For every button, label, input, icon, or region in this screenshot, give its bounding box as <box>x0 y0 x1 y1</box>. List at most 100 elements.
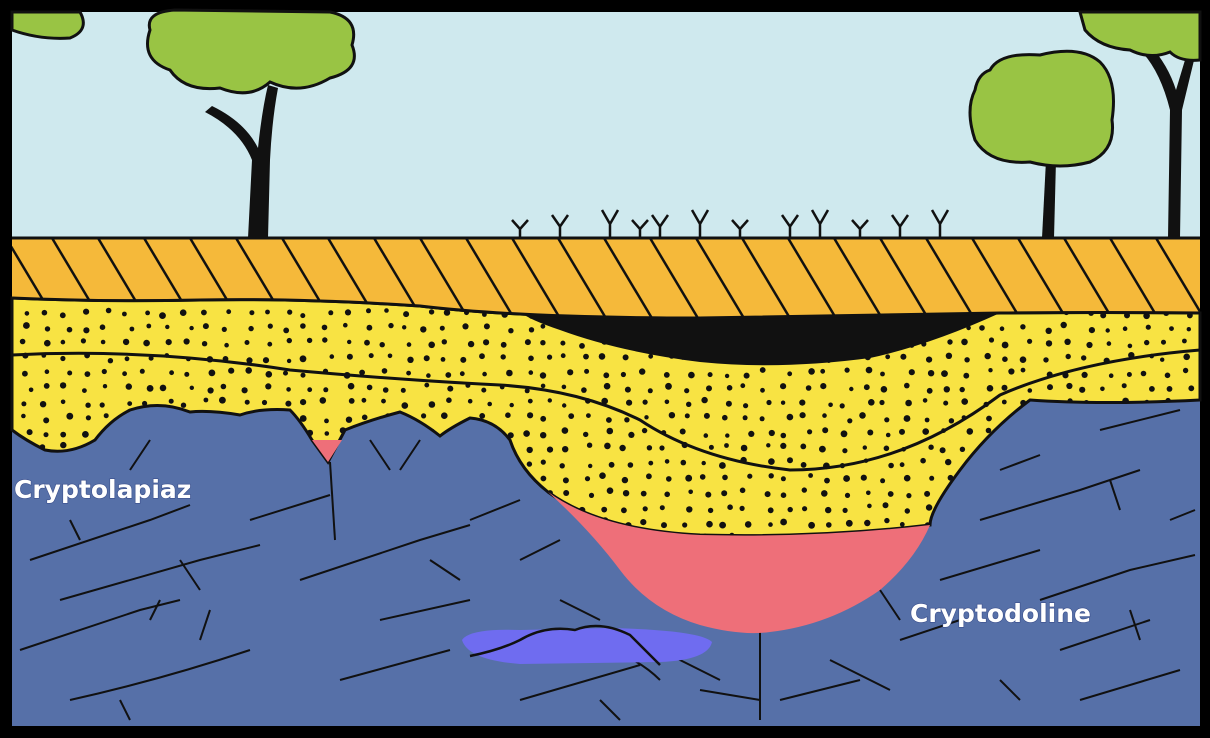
sand-dot <box>44 383 50 389</box>
sand-dot <box>501 342 507 348</box>
sand-dot <box>866 367 873 374</box>
sand-dot <box>801 462 807 468</box>
sand-dot <box>719 462 726 469</box>
sand-dot <box>824 478 830 484</box>
sand-dot <box>947 339 952 344</box>
sand-dot <box>859 412 866 419</box>
sand-dot <box>787 457 793 463</box>
sand-dot <box>583 354 589 360</box>
sand-dot <box>607 428 614 435</box>
sand-dot <box>941 370 948 377</box>
sand-dot <box>666 476 672 482</box>
sand-dot <box>429 309 434 314</box>
sand-dot <box>628 432 634 438</box>
sand-dot <box>747 474 752 479</box>
sand-dot <box>221 384 227 390</box>
sand-dot <box>648 461 653 466</box>
sand-dot <box>760 416 765 421</box>
sand-dot <box>130 327 135 332</box>
sand-dot <box>300 355 307 362</box>
sand-dot <box>899 429 905 435</box>
sand-dot <box>819 446 826 453</box>
sand-dot <box>884 518 889 523</box>
sand-dot <box>568 413 574 419</box>
sand-dot <box>625 387 631 393</box>
sand-dot <box>181 403 186 408</box>
sand-dot <box>727 385 733 391</box>
sand-dot <box>740 488 746 494</box>
sand-dot <box>61 340 66 345</box>
sand-dot <box>589 493 594 498</box>
sand-dot <box>146 324 151 329</box>
sand-dot <box>646 473 652 479</box>
sand-dot <box>884 446 890 452</box>
sand-dot <box>943 401 948 406</box>
sand-dot <box>665 383 672 390</box>
sand-dot <box>82 388 87 393</box>
sand-dot <box>768 458 775 465</box>
sand-dot <box>922 428 929 435</box>
sand-dot <box>249 310 254 315</box>
sand-dot <box>67 327 73 333</box>
sand-dot <box>748 431 754 437</box>
sand-dot <box>847 418 852 423</box>
sand-dot <box>961 398 968 405</box>
sand-dot <box>403 311 409 317</box>
sand-dot <box>562 403 566 407</box>
sand-dot <box>300 323 306 329</box>
sand-dot <box>548 398 552 402</box>
sand-dot <box>201 310 207 316</box>
sand-dot <box>905 400 912 407</box>
sand-dot <box>988 368 992 372</box>
sand-dot <box>800 444 806 450</box>
sand-dot <box>845 493 850 498</box>
sand-dot <box>85 403 90 408</box>
sand-dot <box>664 372 670 378</box>
sand-dot <box>401 388 406 393</box>
sand-dot <box>766 443 770 447</box>
sand-dot <box>1020 356 1027 363</box>
sand-dot <box>1167 386 1173 392</box>
sand-dot <box>640 519 646 525</box>
sand-dot <box>60 432 66 438</box>
sand-dot <box>601 507 607 513</box>
sand-dot <box>781 401 785 405</box>
sand-dot <box>82 431 89 438</box>
sand-dot <box>287 310 292 315</box>
sand-dot <box>727 504 733 510</box>
label-cryptolapiaz: Cryptolapiaz <box>14 475 191 504</box>
sand-dot <box>402 325 406 329</box>
sand-dot <box>479 353 485 359</box>
sand-dot <box>906 493 911 498</box>
sand-dot <box>788 507 793 512</box>
sand-dot <box>1082 372 1088 378</box>
sand-dot <box>989 337 994 342</box>
sand-dot <box>300 399 306 405</box>
sand-dot <box>364 340 370 346</box>
sand-dot <box>60 442 66 448</box>
sand-dot <box>787 371 792 376</box>
sand-dot <box>808 522 815 529</box>
sand-dot <box>704 413 710 419</box>
sand-dot <box>101 340 106 345</box>
sand-dot <box>100 324 106 330</box>
sand-dot <box>604 383 611 390</box>
sand-dot <box>599 353 606 360</box>
sand-dot <box>604 443 611 450</box>
tree-far-left <box>12 12 83 38</box>
sand-dot <box>267 342 272 347</box>
sand-dot <box>562 427 569 434</box>
sand-dot <box>345 309 351 315</box>
sand-dot <box>343 323 348 328</box>
sand-dot <box>442 339 447 344</box>
sand-dot <box>864 384 870 390</box>
sand-dot <box>347 340 351 344</box>
sand-dot <box>202 341 207 346</box>
sand-dot <box>701 397 707 403</box>
sand-dot <box>760 367 766 373</box>
sand-dot <box>562 385 567 390</box>
sand-dot <box>103 384 107 388</box>
sand-dot <box>606 417 612 423</box>
sand-dot <box>986 428 992 434</box>
sand-dot <box>21 414 26 419</box>
